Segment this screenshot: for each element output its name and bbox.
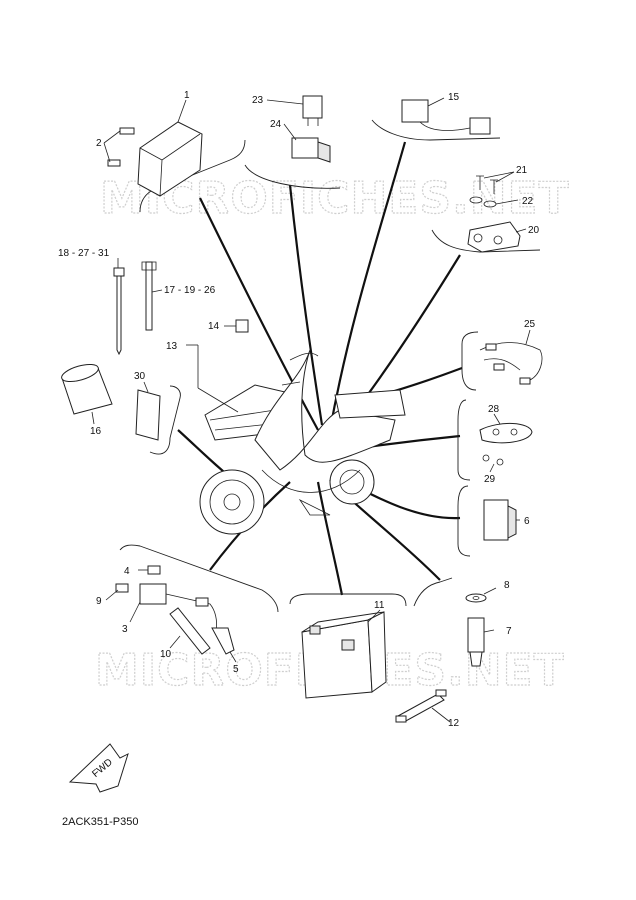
label-part-22: 22: [522, 196, 534, 207]
group-battery: [289, 593, 407, 699]
label-part-25: 25: [524, 319, 536, 330]
scooter-outline: [199, 349, 406, 535]
group-28-29: [457, 399, 533, 481]
label-part-18-27-31: 18 - 27 - 31: [58, 248, 110, 259]
label-part-5: 5: [233, 664, 239, 675]
group-ignition-coil: [105, 544, 279, 663]
part-labels: 1 2 3 4 5 6 7 8 9 10 11 12 13 14 15 16 1…: [58, 90, 540, 729]
label-part-24: 24: [270, 119, 282, 130]
label-part-20: 20: [528, 225, 540, 236]
label-part-9: 9: [96, 596, 102, 607]
label-part-21: 21: [516, 165, 528, 176]
label-part-16: 16: [90, 426, 102, 437]
group-16: [61, 363, 113, 425]
group-6: [457, 485, 520, 557]
label-part-4: 4: [124, 566, 130, 577]
label-part-8: 8: [504, 580, 510, 591]
label-part-6: 6: [524, 516, 530, 527]
group-20-22: [431, 171, 541, 253]
label-part-1: 1: [184, 90, 190, 101]
label-part-7: 7: [506, 626, 512, 637]
label-part-14: 14: [208, 321, 220, 332]
label-part-15: 15: [448, 92, 460, 103]
group-30: [135, 381, 181, 455]
label-part-23: 23: [252, 95, 264, 106]
diagram-code: 2ACK351-P350: [62, 816, 139, 828]
label-part-12: 12: [448, 718, 460, 729]
label-part-2: 2: [96, 138, 102, 149]
label-part-10: 10: [160, 649, 172, 660]
label-part-28: 28: [488, 404, 500, 415]
fwd-arrow: FWD: [68, 743, 129, 793]
group-relays: [244, 95, 341, 189]
label-part-13: 13: [166, 341, 178, 352]
group-13-14: [186, 319, 249, 413]
group-25: [461, 329, 543, 391]
group-12: [395, 689, 451, 723]
group-ecu: [103, 99, 246, 213]
group-cable-ties: [113, 258, 163, 356]
group-sensor: [371, 97, 501, 141]
label-part-3: 3: [122, 624, 128, 635]
group-7-8: [413, 577, 497, 667]
label-part-17-19-26: 17 - 19 - 26: [164, 285, 216, 296]
label-part-29: 29: [484, 474, 496, 485]
label-part-30: 30: [134, 371, 146, 382]
label-part-11: 11: [374, 600, 385, 611]
